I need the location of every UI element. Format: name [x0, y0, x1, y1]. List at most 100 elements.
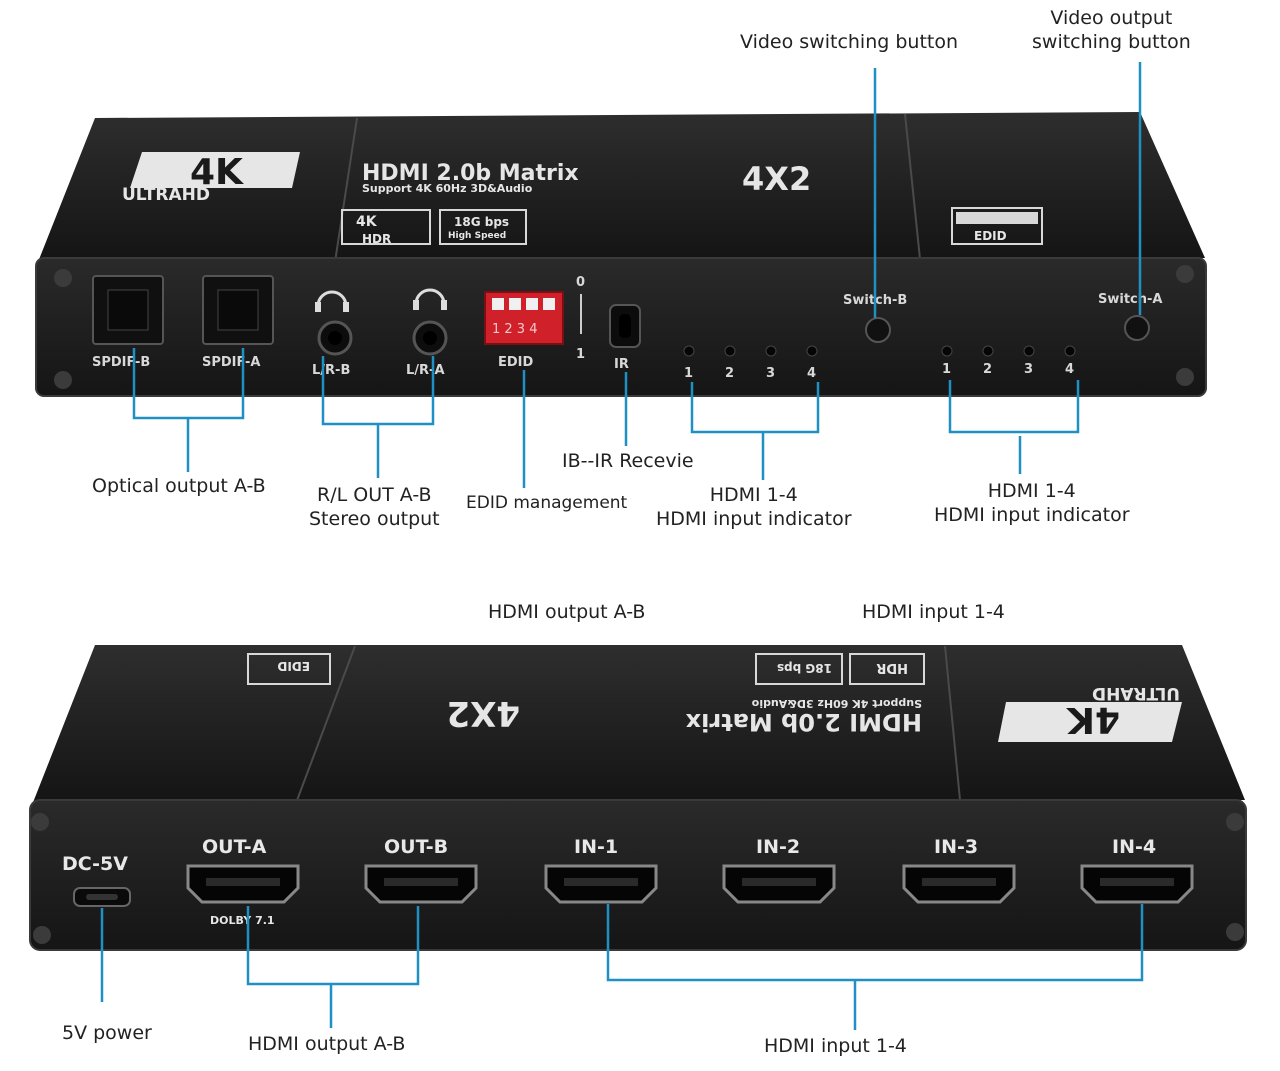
optical-port-b[interactable] [92, 275, 164, 345]
leader-hdmi-output [246, 906, 420, 1028]
leader-indicator-a [690, 382, 820, 480]
callout-hdmi-indicator-b: HDMI 1-4 HDMI input indicator [934, 480, 1130, 526]
svg-text:ULTRAHD: ULTRAHD [1092, 683, 1180, 703]
input-indicators-b: 1 2 3 4 [683, 345, 818, 381]
in-3-label: IN-3 [934, 836, 978, 858]
hdmi-port-in-4[interactable] [1080, 864, 1194, 904]
leader-rl-out [321, 356, 435, 478]
screw-icon [1226, 923, 1244, 941]
lr-a-label: L/R-A [406, 363, 445, 378]
badge-4k-ultrahd: 4K ULTRAHD [122, 152, 300, 205]
svg-text:4K: 4K [1066, 699, 1120, 740]
svg-text:EDID: EDID [974, 229, 1007, 243]
svg-text:3: 3 [1024, 362, 1033, 377]
switch-a-button[interactable] [1124, 315, 1150, 341]
callout-lines [100, 62, 1144, 1030]
leader-hdmi-input [606, 904, 1144, 1030]
callout-power: 5V power [62, 1022, 152, 1044]
product-subtitle: Support 4K 60Hz 3D&Audio [362, 182, 533, 195]
dip-bottom-label: 1 [576, 347, 585, 362]
hdmi-port-in-3[interactable] [902, 864, 1016, 904]
dip-top-label: 0 [576, 275, 585, 290]
callout-video-switching: Video switching button [740, 31, 959, 53]
svg-text:4X2: 4X2 [446, 693, 520, 733]
svg-text:1: 1 [942, 362, 951, 377]
callout-hdmi-output-top: HDMI output A-B [488, 601, 646, 623]
edid-dip-switch[interactable]: 1 2 3 4 [484, 291, 564, 345]
svg-text:HDR: HDR [362, 232, 391, 246]
headphone-icon [413, 288, 447, 310]
callout-edid-management: EDID management [466, 493, 628, 513]
svg-text:Support 4K 60Hz 3D&Audio: Support 4K 60Hz 3D&Audio [751, 697, 922, 710]
out-a-label: OUT-A [202, 836, 267, 858]
svg-text:EDID: EDID [277, 659, 310, 673]
switch-a-label: Switch-A [1098, 292, 1162, 307]
svg-text:18G bps: 18G bps [777, 661, 832, 675]
hdmi-port-out-b[interactable] [364, 864, 478, 904]
edid-label: EDID [498, 355, 534, 370]
product-title: HDMI 2.0b Matrix [362, 161, 579, 186]
callout-hdmi-input-bottom: HDMI input 1-4 [764, 1035, 907, 1057]
callout-ir-receive: IB--IR Recevie [562, 450, 694, 472]
badge-4k-hdr: 4K HDR [341, 209, 431, 246]
dc-label: DC-5V [62, 853, 128, 875]
screw-icon [1226, 813, 1244, 831]
callout-hdmi-output-bottom: HDMI output A-B [248, 1033, 406, 1055]
ir-receiver [609, 304, 641, 348]
svg-text:1: 1 [684, 366, 693, 381]
lr-b-label: L/R-B [312, 363, 350, 378]
svg-text:HDR: HDR [876, 660, 908, 675]
bottom-device-lid [32, 645, 1245, 805]
top-device-lid [38, 112, 1205, 262]
callout-video-output-switching: Video output switching button [1032, 7, 1191, 53]
screw-icon [31, 813, 49, 831]
svg-text:2: 2 [725, 366, 734, 381]
optical-port-a[interactable] [202, 275, 274, 345]
svg-text:1 2 3 4: 1 2 3 4 [492, 322, 537, 337]
svg-text:4: 4 [1065, 362, 1074, 377]
screw-icon [1176, 368, 1194, 386]
screw-icon [1176, 265, 1194, 283]
audio-jack-b[interactable] [317, 320, 353, 356]
badge-18g-speed: 18G bps High Speed [439, 209, 527, 245]
bottom-device: HDMI 2.0b Matrix Support 4K 60Hz 3D&Audi… [29, 645, 1247, 951]
in-2-label: IN-2 [756, 836, 800, 858]
top-device: 4K ULTRAHD HDMI 2.0b Matrix Support 4K 6… [35, 112, 1207, 397]
screw-icon [33, 926, 51, 944]
screw-icon [54, 371, 72, 389]
leader-optical [132, 348, 245, 472]
callout-rl-out: R/L OUT A-B Stereo output [309, 484, 440, 530]
headphone-icon [315, 290, 349, 312]
product-model: 4X2 [742, 160, 811, 198]
hdmi-port-in-1[interactable] [544, 864, 658, 904]
in-4-label: IN-4 [1112, 836, 1156, 858]
lid-printing-mirrored: HDMI 2.0b Matrix Support 4K 60Hz 3D&Audi… [247, 653, 1182, 742]
callout-optical-output: Optical output A-B [92, 475, 266, 497]
callout-hdmi-input-top: HDMI input 1-4 [862, 601, 1005, 623]
hdmi-port-in-2[interactable] [722, 864, 836, 904]
audio-jack-a[interactable] [412, 320, 448, 356]
screw-icon [54, 269, 72, 287]
ir-label: IR [614, 357, 629, 372]
badge-edid: EDID [951, 207, 1043, 245]
svg-text:High Speed: High Speed [448, 231, 506, 241]
out-b-label: OUT-B [384, 836, 448, 858]
spdif-a-label: SPDIF-A [202, 355, 260, 370]
callout-hdmi-indicator-a: HDMI 1-4 HDMI input indicator [656, 484, 852, 530]
svg-text:18G bps: 18G bps [454, 215, 509, 229]
switch-b-button[interactable] [865, 317, 891, 343]
spdif-b-label: SPDIF-B [92, 355, 150, 370]
svg-text:2: 2 [983, 362, 992, 377]
dolby-label: DOLBY 7.1 [210, 914, 275, 927]
badge-4k-text: 4K [190, 152, 244, 193]
hdmi-port-out-a[interactable] [186, 864, 300, 904]
badge-ultrahd-text: ULTRAHD [122, 185, 210, 205]
svg-text:3: 3 [766, 366, 775, 381]
svg-text:4K: 4K [356, 214, 378, 230]
leader-indicator-b [948, 380, 1080, 474]
in-1-label: IN-1 [574, 836, 618, 858]
dc-power-port[interactable] [73, 887, 131, 907]
svg-text:4: 4 [807, 366, 816, 381]
